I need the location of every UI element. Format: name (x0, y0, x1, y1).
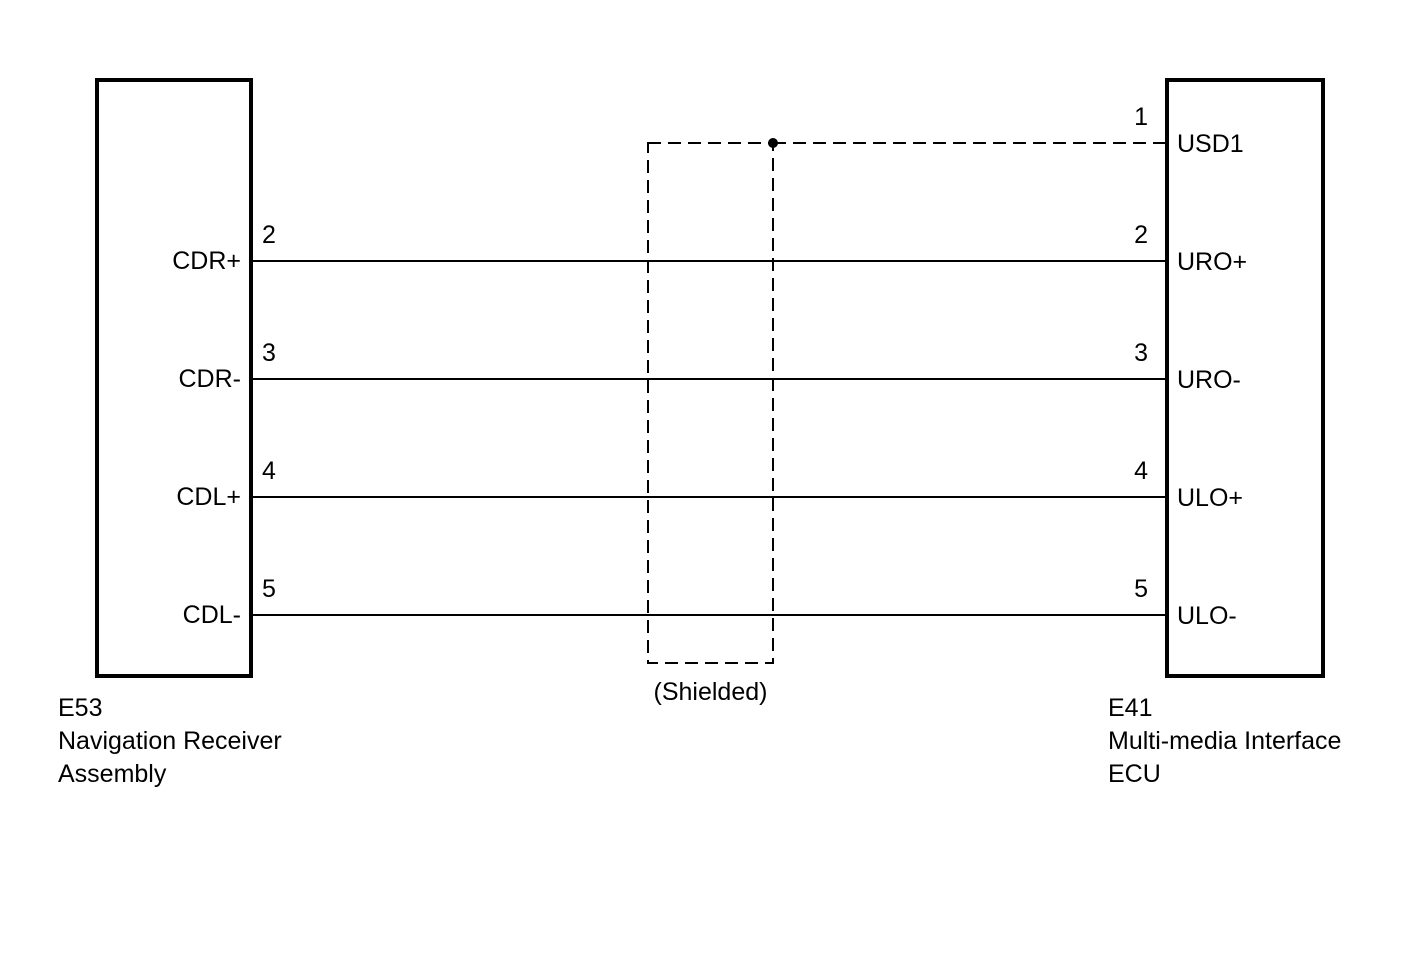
pin-label-uro-plus: URO+ (1177, 248, 1248, 276)
connector-name-e53-line1: Navigation Receiver (58, 727, 282, 755)
shield-label: (Shielded) (653, 678, 768, 706)
connector-box-e41 (1165, 78, 1325, 678)
pin-label-cdl-minus: CDL- (182, 601, 241, 629)
shield-junction-dot (768, 138, 778, 148)
pin-label-cdr-minus: CDR- (178, 365, 242, 393)
pin-label-cdr-plus: CDR+ (172, 247, 241, 275)
pin-number-e41-2: 2 (1134, 221, 1148, 249)
pin-label-usd1: USD1 (1177, 130, 1244, 158)
connector-name-e41-line1: Multi-media Interface (1108, 727, 1342, 755)
connector-name-e53-line2: Assembly (58, 760, 167, 788)
connector-code-e41: E41 (1108, 694, 1153, 722)
connector-code-e53: E53 (58, 694, 103, 722)
pin-number-e41-1: 1 (1134, 103, 1148, 131)
connector-name-e41-line2: ECU (1108, 760, 1161, 788)
pin-number-e53-3: 3 (262, 339, 276, 367)
pin-number-e53-2: 2 (262, 221, 276, 249)
connector-box-e53 (95, 78, 253, 678)
pin-number-e41-5: 5 (1134, 575, 1148, 603)
shield-box (647, 142, 774, 664)
pin-number-e53-5: 5 (262, 575, 276, 603)
pin-label-ulo-plus: ULO+ (1177, 484, 1244, 512)
connector-caption-e53: E53 Navigation Receiver Assembly (58, 692, 282, 791)
pin-number-e41-4: 4 (1134, 457, 1148, 485)
pin-label-ulo-minus: ULO- (1177, 602, 1237, 630)
pin-number-e41-3: 3 (1134, 339, 1148, 367)
connector-caption-e41: E41 Multi-media Interface ECU (1108, 692, 1341, 791)
pin-number-e53-4: 4 (262, 457, 276, 485)
pin-label-cdl-plus: CDL+ (176, 483, 241, 511)
pin-label-uro-minus: URO- (1177, 366, 1241, 394)
